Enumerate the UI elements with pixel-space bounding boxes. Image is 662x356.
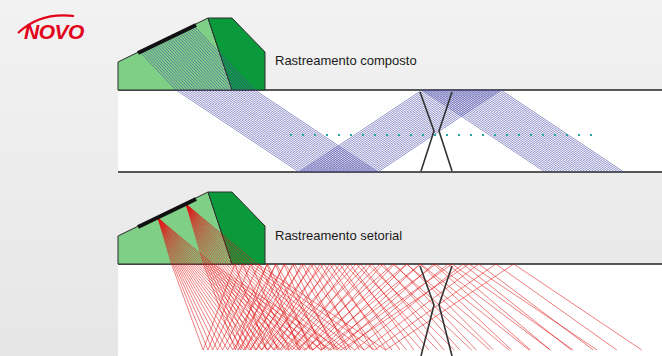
crack: [420, 266, 434, 356]
beam-line: [158, 218, 422, 350]
beam-line: [186, 204, 310, 350]
beam-line: [186, 204, 360, 350]
beam-line: [186, 204, 414, 350]
wedge-damper: [208, 192, 265, 264]
beam-line: [184, 31, 609, 172]
beam-line: [186, 204, 444, 350]
beam-line: [186, 204, 347, 350]
beam-line: [186, 30, 612, 172]
beam-line: [194, 26, 624, 172]
crack: [439, 92, 452, 171]
beam-line: [186, 204, 530, 350]
beam-line: [186, 204, 429, 350]
beam-line: [186, 204, 550, 350]
scan-label: Rastreamento composto: [275, 53, 417, 68]
logo-text: NOVO: [24, 20, 84, 44]
beam-line: [186, 204, 617, 350]
crack: [420, 92, 434, 171]
probe-array: [138, 199, 196, 227]
beam-line: [188, 29, 615, 172]
beam-line: [174, 36, 595, 172]
scan-line: [290, 134, 592, 136]
beam-line: [186, 204, 642, 350]
beam-line: [186, 204, 400, 350]
beam-line: [186, 204, 334, 350]
beam-line: [186, 204, 322, 350]
crack: [439, 266, 452, 356]
wedge-damper: [208, 18, 265, 90]
beam-line: [190, 28, 618, 172]
beam-line: [192, 27, 621, 172]
probe-array: [138, 25, 196, 53]
scan-label: Rastreamento setorial: [275, 228, 402, 243]
beam-line: [186, 204, 476, 350]
beam-line: [186, 204, 571, 350]
beam-line: [186, 204, 593, 350]
block-edge: [118, 171, 662, 172]
beam-line: [186, 204, 512, 350]
beam-line: [186, 204, 460, 350]
beam-line: [186, 204, 299, 350]
beam-line: [176, 35, 598, 172]
beam-line: [186, 204, 373, 350]
beam-line: [166, 40, 583, 173]
beam-line: [178, 34, 601, 172]
beam-line: [186, 204, 494, 350]
beam-line: [186, 204, 386, 350]
